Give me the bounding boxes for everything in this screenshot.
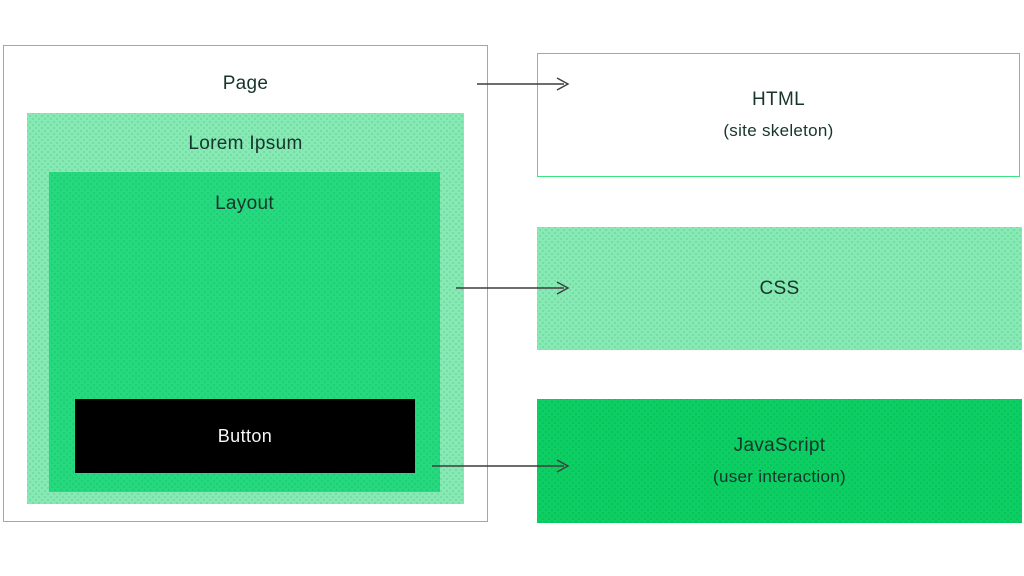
javascript-label: JavaScript	[733, 435, 826, 456]
css-box: CSS	[537, 227, 1022, 350]
javascript-sublabel: (user interaction)	[713, 467, 846, 486]
html-box: HTML (site skeleton)	[537, 53, 1020, 177]
html-sublabel: (site skeleton)	[723, 121, 834, 140]
css-label: CSS	[759, 277, 800, 299]
html-label: HTML	[752, 89, 805, 110]
javascript-box: JavaScript (user interaction)	[537, 399, 1022, 523]
button-illustration: Button	[75, 399, 415, 473]
button-label: Button	[217, 426, 273, 446]
